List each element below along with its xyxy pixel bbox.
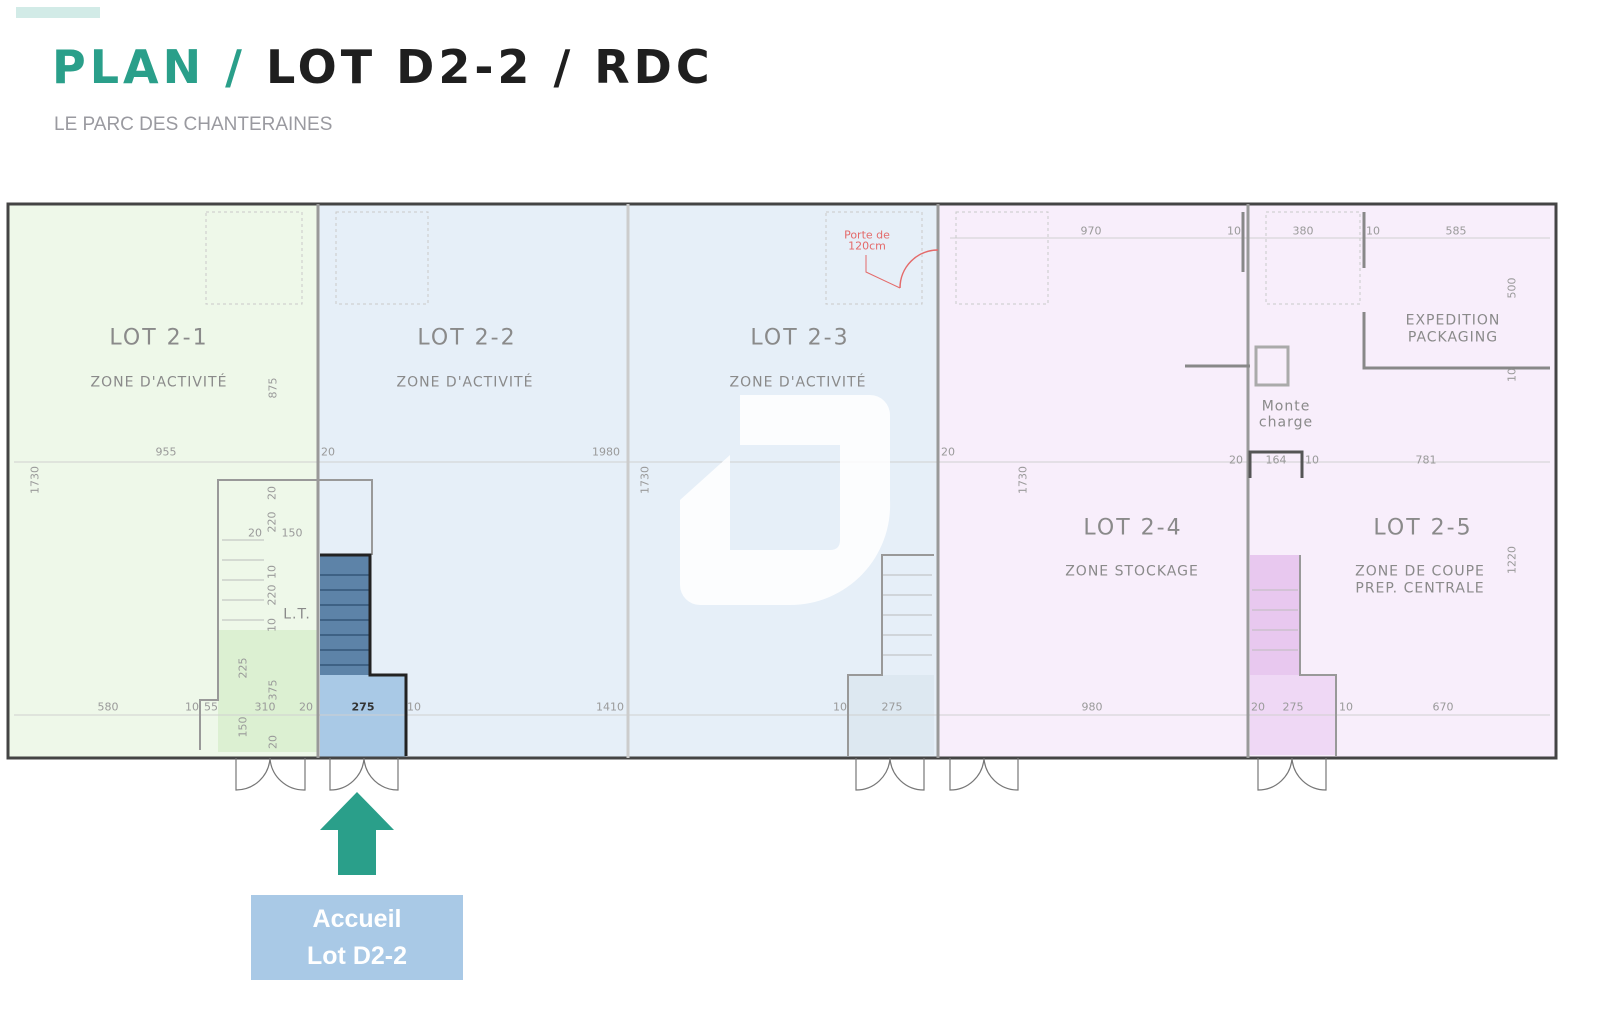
room-packaging: PACKAGING: [1407, 329, 1499, 346]
dimension: 150: [281, 526, 303, 540]
dimension: 10: [833, 700, 847, 714]
dimension: 10: [407, 700, 421, 714]
lot-2-5-zone: ZONE DE COUPE: [1355, 563, 1485, 580]
dimension: 980: [1081, 700, 1103, 714]
walls: [6, 202, 1558, 760]
dimension: 1410: [596, 700, 624, 714]
dimension: 20: [266, 735, 280, 749]
dimension: 10: [185, 700, 199, 714]
dimension: 55: [204, 700, 218, 714]
lot-2-5-label: LOT 2-5: [1373, 515, 1473, 541]
dimension: 781: [1415, 453, 1437, 467]
dimension-lines: [14, 237, 1550, 716]
dimension: 1730: [638, 466, 652, 494]
accueil-line-2: Lot D2-2: [307, 942, 407, 970]
title-accent: PLAN /: [52, 40, 246, 94]
lot-2-3-zone: ZONE D'ACTIVITÉ: [729, 374, 867, 391]
dashed-outlines: [205, 211, 1361, 305]
lot-2-2-zone: ZONE D'ACTIVITÉ: [396, 374, 534, 391]
dimension: 10: [1339, 700, 1353, 714]
dimension: 1730: [1016, 466, 1030, 494]
dimension: 1980: [592, 445, 620, 459]
door-note-1: Porte de: [844, 228, 890, 242]
dimension: 10: [1305, 453, 1319, 467]
dimension: 1730: [28, 466, 42, 494]
dimension: 10: [265, 618, 279, 632]
door-note-2: 120cm: [848, 239, 886, 253]
accent-bar: [16, 7, 100, 18]
stair-treads-grey: [222, 539, 1298, 656]
entrance-doors: [235, 757, 1327, 791]
lot-2-1-label: LOT 2-1: [109, 325, 209, 351]
dimension: 275: [351, 700, 375, 714]
room-lt: L.T.: [283, 606, 311, 623]
dimension: 275: [1282, 700, 1304, 714]
dimension: 580: [97, 700, 119, 714]
dimension: 970: [1080, 224, 1102, 238]
accueil-line-1: Accueil: [312, 905, 402, 933]
lot-2-5-zone-2: PREP. CENTRALE: [1355, 580, 1485, 597]
dimension: 10: [1366, 224, 1380, 238]
green-hall: [218, 630, 318, 752]
dimension: 875: [266, 377, 280, 399]
accueil-label: Accueil Lot D2-2: [251, 895, 463, 980]
room-expedition: EXPEDITION: [1405, 312, 1501, 329]
entrance-arrow-icon: [320, 792, 394, 875]
dimension: 1220: [1505, 546, 1519, 574]
lot-2-4-zone: ZONE STOCKAGE: [1065, 563, 1199, 580]
dimension: 164: [1265, 453, 1287, 467]
dimension: 670: [1432, 700, 1454, 714]
room-monte: Monte: [1261, 398, 1311, 415]
dimension: 20: [941, 445, 955, 459]
dimension: 500: [1505, 277, 1519, 299]
dimension: 220: [265, 511, 279, 533]
page-subtitle: LE PARC DES CHANTERAINES: [54, 114, 333, 135]
stair-lot-2-5: [1250, 555, 1300, 675]
dimension: 375: [266, 679, 280, 701]
dimension: 220: [265, 584, 279, 606]
dimension: 955: [155, 445, 177, 459]
lot-2-1-zone: ZONE D'ACTIVITÉ: [90, 374, 228, 391]
lot-2-4-label: LOT 2-4: [1083, 515, 1183, 541]
dimension: 20: [265, 486, 279, 500]
dimension: 20: [1251, 700, 1265, 714]
dimension: 10: [1227, 224, 1241, 238]
stair-lot-2-2: [320, 555, 370, 675]
dimension: 20: [299, 700, 313, 714]
dimension: 150: [236, 716, 250, 738]
dimension: 585: [1445, 224, 1467, 238]
stair-treads: [320, 574, 370, 666]
dimension: 20: [248, 526, 262, 540]
title-main: LOT D2-2 / RDC: [265, 40, 714, 94]
dimension: 380: [1292, 224, 1314, 238]
lot-2-3-label: LOT 2-3: [750, 325, 850, 351]
entrance-lot-2-2: [320, 675, 406, 757]
dimension: 10: [265, 565, 279, 579]
dimension: 275: [881, 700, 903, 714]
watermark-logo: [680, 395, 891, 606]
dimension: 20: [1229, 453, 1243, 467]
dimension: 20: [321, 445, 335, 459]
page-title: PLAN / LOT D2-2 / RDC: [52, 40, 714, 94]
dimension: 310: [254, 700, 276, 714]
dimension: 10: [1505, 368, 1519, 382]
lot-2-2-label: LOT 2-2: [417, 325, 517, 351]
room-charge: charge: [1258, 414, 1314, 431]
dimension: 225: [236, 657, 250, 679]
